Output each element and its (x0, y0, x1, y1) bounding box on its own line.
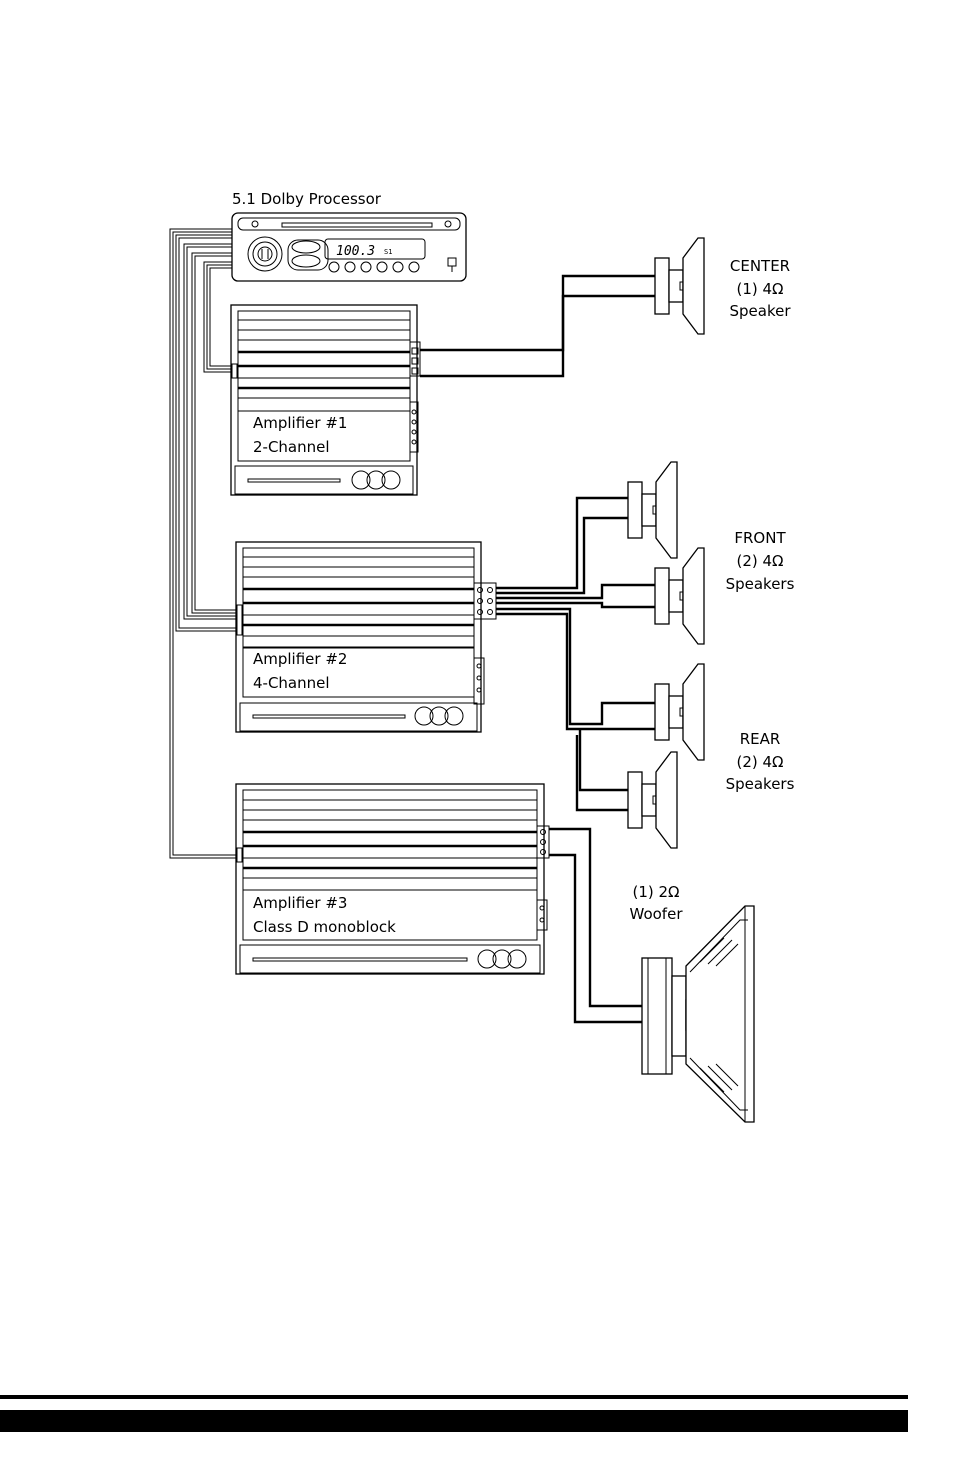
woofer-icon (642, 906, 754, 1122)
rear-title: REAR (740, 730, 781, 748)
woofer-kind: Woofer (630, 905, 684, 923)
front-speaker-2-icon (655, 548, 704, 644)
front-title: FRONT (734, 529, 786, 547)
footer-bar (0, 1410, 908, 1432)
center-kind: Speaker (729, 302, 791, 320)
amplifier-2: Amplifier #2 4-Channel (236, 542, 496, 732)
front-kind: Speakers (726, 575, 795, 593)
amplifier-1-name: Amplifier #1 (253, 414, 347, 432)
rear-speaker-2-icon (628, 752, 677, 848)
front-label: FRONT (2) 4Ω Speakers (726, 529, 795, 593)
amplifier-2-type: 4-Channel (253, 674, 330, 692)
amplifier-2-name: Amplifier #2 (253, 650, 347, 668)
amplifier-3: Amplifier #3 Class D monoblock (236, 784, 549, 974)
center-speaker-wires (420, 276, 655, 376)
dolby-processor: 5.1 Dolby Processor 100.3 S1 (232, 190, 466, 281)
rear-spec: (2) 4Ω (736, 753, 783, 771)
processor-display-value: 100.3 (336, 244, 375, 259)
center-label: CENTER (1) 4Ω Speaker (729, 257, 791, 320)
woofer-spec: (1) 2Ω (632, 883, 679, 901)
rear-label: REAR (2) 4Ω Speakers (726, 730, 795, 793)
center-speaker-icon (655, 238, 704, 334)
woofer-label: (1) 2Ω Woofer (630, 883, 684, 923)
amplifier-1-type: 2-Channel (253, 438, 330, 456)
signal-wires (170, 229, 237, 858)
front-spec: (2) 4Ω (736, 552, 783, 570)
center-title: CENTER (730, 257, 790, 275)
amplifier-3-name: Amplifier #3 (253, 894, 347, 912)
amplifier-3-type: Class D monoblock (253, 918, 396, 936)
front-speaker-1-icon (628, 462, 677, 558)
rear-kind: Speakers (726, 775, 795, 793)
amplifier-1: Amplifier #1 2-Channel (231, 305, 420, 495)
footer-rule (0, 1395, 908, 1399)
front-rear-speaker-wires (496, 498, 655, 810)
rear-speaker-1-icon (655, 664, 704, 760)
processor-label: 5.1 Dolby Processor (232, 190, 382, 208)
center-spec: (1) 4Ω (736, 280, 783, 298)
processor-display-sub: S1 (384, 248, 392, 256)
